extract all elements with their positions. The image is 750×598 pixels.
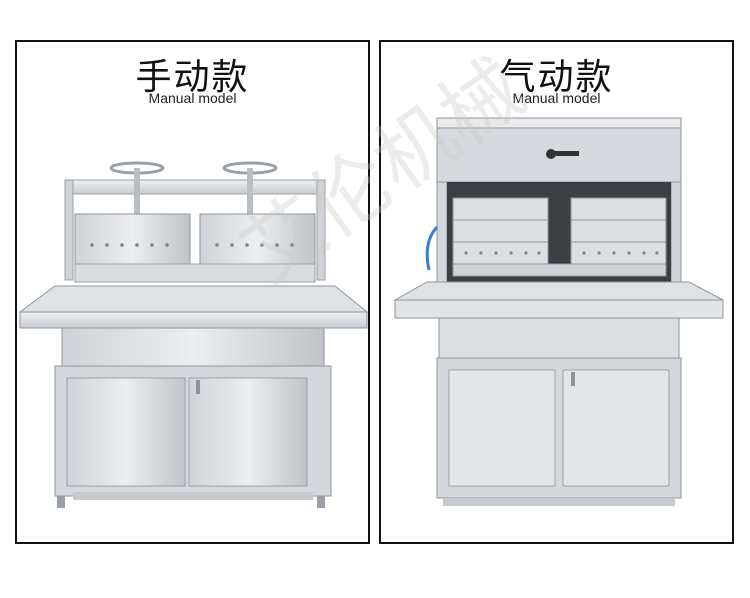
manual-machine-image bbox=[18, 161, 368, 508]
pneumatic-title: 气动款 bbox=[499, 57, 614, 98]
pneumatic-model-panel: 气动款 Manual model bbox=[379, 40, 734, 544]
manual-subtitle: Manual model bbox=[148, 90, 237, 106]
manual-title: 手动款 bbox=[135, 57, 250, 98]
pneumatic-subtitle: Manual model bbox=[512, 90, 601, 106]
pneumatic-machine-image bbox=[393, 117, 724, 506]
manual-model-panel: 手动款 Manual model bbox=[15, 40, 370, 544]
